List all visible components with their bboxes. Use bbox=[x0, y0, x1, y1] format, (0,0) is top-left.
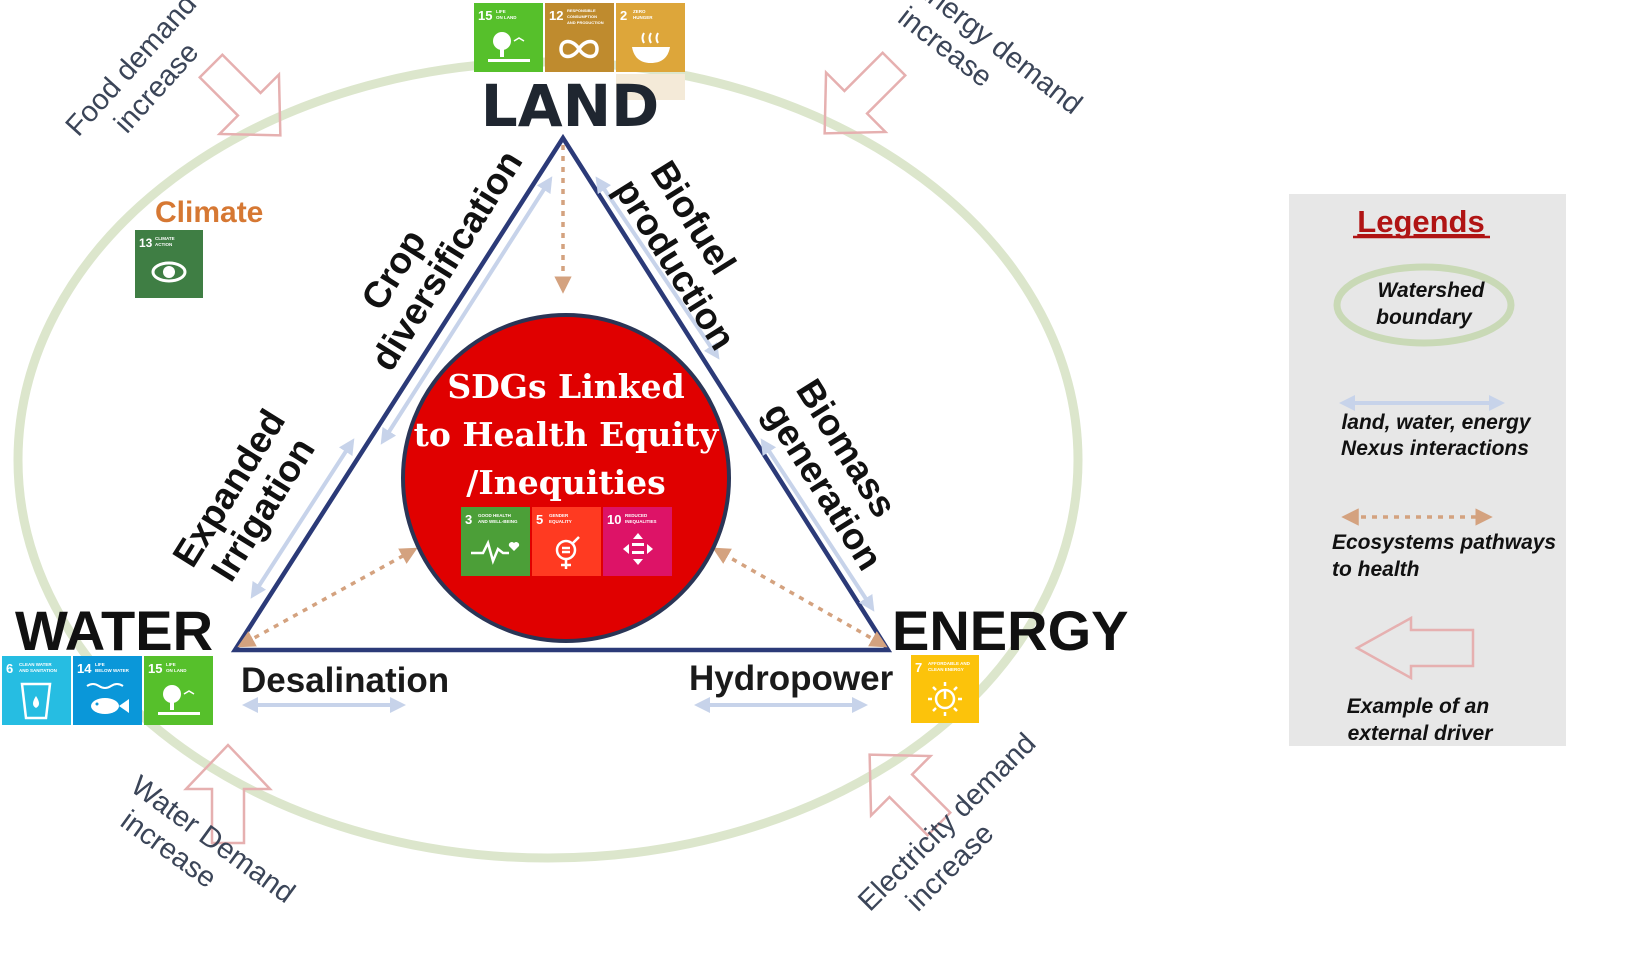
sdg-15-water-number: 15 bbox=[148, 661, 162, 676]
sdg-2-label1: ZERO bbox=[633, 9, 646, 14]
sdg-12-label3: AND PRODUCTION bbox=[567, 20, 604, 25]
gender-equality-icon bbox=[555, 536, 580, 569]
sdg-2-number: 2 bbox=[620, 8, 627, 23]
biofuel-nexus-arrow bbox=[595, 176, 720, 360]
sdg-3-label2: AND WELL-BEING bbox=[478, 519, 518, 524]
infinity-icon bbox=[559, 39, 599, 59]
sdg-5-tile: 5 GENDER EQUALITY bbox=[532, 507, 601, 576]
sdg-13-number: 13 bbox=[139, 236, 153, 250]
hydropower-label: Hydropower bbox=[689, 659, 894, 698]
sdg-5-label2: EQUALITY bbox=[549, 519, 572, 524]
legend-eco-line2: to health bbox=[1332, 558, 1420, 581]
sdg-12-number: 12 bbox=[549, 8, 563, 23]
sdg-15-land-label1: LIFE bbox=[496, 9, 506, 14]
fish-icon bbox=[86, 683, 129, 714]
legend-driver-line2: external driver bbox=[1348, 722, 1495, 745]
sdg-15-land-label2: ON LAND bbox=[496, 15, 517, 20]
legend-watershed-line1: Watershed bbox=[1378, 279, 1486, 302]
tree-icon bbox=[488, 32, 530, 62]
legend-panel: Legends Watershed boundary land, water, … bbox=[1289, 194, 1566, 746]
legend-watershed-swatch bbox=[1333, 263, 1515, 347]
sdg-2-label2: HUNGER bbox=[633, 15, 653, 20]
energy-health-pathway bbox=[712, 547, 888, 648]
biomass-generation-label: Biomass generation bbox=[756, 372, 905, 577]
energy-demand-label: Energy demand increase bbox=[892, 0, 1088, 121]
tree-icon bbox=[158, 685, 200, 715]
sdg-3-label1: GOOD HEALTH bbox=[478, 513, 511, 518]
water-health-pathway bbox=[237, 547, 418, 648]
sdg-7-tile: 7 AFFORDABLE AND CLEAN ENERGY bbox=[911, 655, 979, 723]
expanded-irrigation-label: Expanded Irrigation bbox=[165, 402, 323, 588]
electricity-demand-arrow bbox=[868, 753, 953, 838]
sdg-5-number: 5 bbox=[536, 512, 543, 527]
legend-nexus-line1: land, water, energy bbox=[1341, 411, 1531, 434]
sdg-7-label2: CLEAN ENERGY bbox=[928, 667, 964, 672]
legend-title: Legends bbox=[1357, 204, 1484, 239]
sdg-14-number: 14 bbox=[77, 661, 92, 676]
sdg-15-land-tile: 15 LIFE ON LAND bbox=[474, 3, 543, 72]
sdg-7-label1: AFFORDABLE AND bbox=[928, 661, 971, 666]
sdg-6-label2: AND SANITATION bbox=[19, 668, 57, 673]
energy-label: ENERGY bbox=[892, 599, 1129, 662]
sdg-13-label1: CLIMATE bbox=[155, 236, 175, 241]
sdg-15-water-label2: ON LAND bbox=[166, 668, 187, 673]
sdg-13-tile: 13 CLIMATE ACTION bbox=[135, 230, 203, 298]
biofuel-production-label: Biofuel production bbox=[607, 154, 744, 357]
sdg-10-tile: 10 REDUCED INEQUALITIES bbox=[603, 507, 672, 576]
sdg-6-label1: CLEAN WATER bbox=[19, 662, 52, 667]
sdg-3-tile: 3 GOOD HEALTH AND WELL-BEING bbox=[461, 507, 530, 576]
sdg-12-label2: CONSUMPTION bbox=[567, 14, 597, 19]
sdg-2-tile: 2 ZERO HUNGER bbox=[616, 3, 685, 72]
land-tile-shadow bbox=[616, 74, 685, 100]
land-label: LAND bbox=[481, 72, 660, 140]
food-demand-label: Food demand increase bbox=[60, 0, 206, 142]
sdg-6-number: 6 bbox=[6, 661, 13, 676]
water-glass-icon bbox=[20, 682, 52, 720]
legend-watershed-line2: boundary bbox=[1376, 306, 1473, 329]
legend-eco-line1: Ecosystems pathways bbox=[1332, 531, 1556, 554]
sdg-15-land-number: 15 bbox=[478, 8, 492, 23]
sdg-12-label1: RESPONSIBLE bbox=[567, 8, 596, 13]
desalination-label: Desalination bbox=[241, 661, 449, 700]
food-demand-arrow bbox=[197, 52, 282, 137]
sdg-5-label1: GENDER bbox=[549, 513, 569, 518]
legend-driver-swatch bbox=[1354, 615, 1475, 681]
sdg-14-label2: BELOW WATER bbox=[95, 668, 130, 673]
center-title-line1: SDGs Linked bbox=[447, 367, 684, 406]
electricity-demand-label: Electricity demand increase bbox=[852, 727, 1042, 917]
sun-power-icon bbox=[928, 682, 962, 716]
crop-nexus-arrow bbox=[380, 176, 553, 445]
sdg-15-water-tile: 15 LIFE ON LAND bbox=[144, 656, 213, 725]
ecosystem-arrows bbox=[237, 145, 888, 648]
climate-label: Climate bbox=[155, 196, 263, 229]
sdg-6-tile: 6 CLEAN WATER AND SANITATION bbox=[2, 656, 71, 725]
legend-driver-line1: Example of an bbox=[1347, 695, 1489, 718]
sdg-13-label2: ACTION bbox=[155, 242, 172, 247]
center-title-line3: /Inequities bbox=[466, 463, 665, 502]
eye-globe-icon bbox=[151, 261, 187, 283]
water-label: WATER bbox=[15, 599, 213, 662]
sdg-7-number: 7 bbox=[915, 660, 922, 675]
heartbeat-icon bbox=[471, 539, 520, 565]
sdg-14-tile: 14 LIFE BELOW WATER bbox=[73, 656, 142, 725]
sdg-10-label1: REDUCED bbox=[625, 513, 648, 518]
reduced-inequalities-icon bbox=[623, 533, 653, 565]
bowl-icon bbox=[632, 32, 670, 63]
energy-demand-arrow bbox=[823, 50, 908, 135]
legend-nexus-line2: Nexus interactions bbox=[1341, 437, 1529, 460]
sdg-10-label2: INEQUALITIES bbox=[625, 519, 657, 524]
center-title-line2: to Health Equity bbox=[414, 415, 720, 454]
sdg-12-tile: 12 RESPONSIBLE CONSUMPTION AND PRODUCTIO… bbox=[545, 3, 614, 72]
sdg-15-water-label1: LIFE bbox=[166, 662, 176, 667]
sdg-14-label1: LIFE bbox=[95, 662, 105, 667]
sdg-10-number: 10 bbox=[607, 512, 621, 527]
sdg-3-number: 3 bbox=[465, 512, 472, 527]
water-demand-arrow bbox=[183, 743, 273, 845]
